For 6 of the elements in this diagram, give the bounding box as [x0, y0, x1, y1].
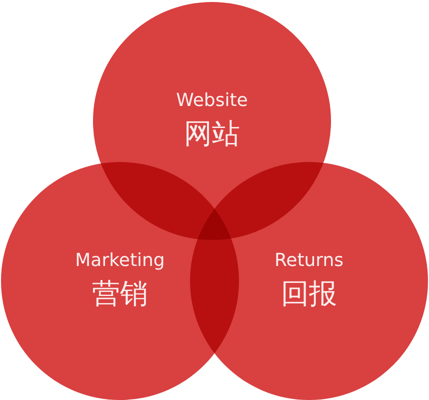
circle-title: Returns — [274, 252, 344, 270]
circle-title: Website — [176, 92, 248, 110]
circle-subtitle: 网站 — [184, 120, 240, 148]
circle-subtitle: 回报 — [281, 280, 337, 308]
circle-title: Marketing — [75, 252, 165, 270]
circle-subtitle: 营销 — [92, 280, 148, 308]
